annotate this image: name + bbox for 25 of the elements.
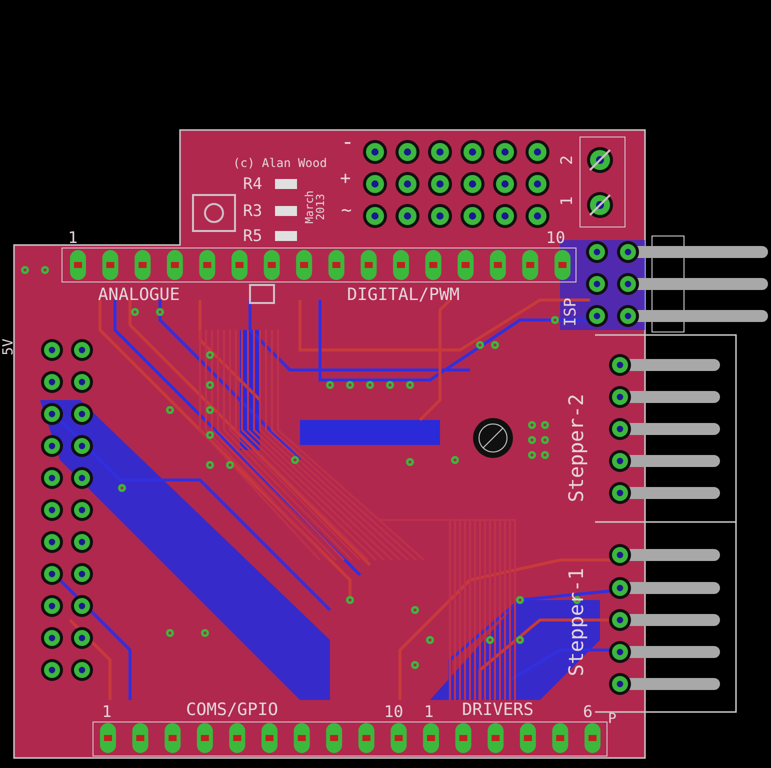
part-label: P	[608, 712, 616, 726]
header-label: COMS/GPIO	[186, 702, 278, 719]
header-label: DIGITAL/PWM	[347, 287, 460, 304]
pin-number: 1	[68, 230, 78, 246]
header-label: Stepper-1	[566, 568, 586, 676]
author-credit: (c) Alan Wood	[233, 157, 327, 169]
pin-marker: -	[341, 132, 354, 154]
header-label: ANALOGUE	[98, 287, 180, 304]
pin-number: 1	[424, 704, 434, 720]
pin-number: 1	[102, 704, 112, 720]
pin-marker: ~	[341, 202, 352, 220]
pin-number: 1	[558, 196, 575, 206]
part-label: R5	[243, 228, 262, 244]
supply-label: 5V	[1, 338, 16, 356]
header-label: DRIVERS	[462, 702, 534, 719]
part-label: R4	[243, 176, 262, 192]
pin-marker: +	[340, 170, 351, 188]
header-label: ISP	[562, 298, 578, 326]
pin-number: 10	[546, 230, 566, 246]
pin-number: 2	[558, 155, 575, 165]
pin-number: 10	[384, 704, 404, 720]
header-label: Stepper-2	[566, 394, 586, 502]
part-label: R3	[243, 203, 262, 219]
date-label: March 2013	[304, 189, 326, 226]
pin-number: 6	[583, 704, 593, 720]
